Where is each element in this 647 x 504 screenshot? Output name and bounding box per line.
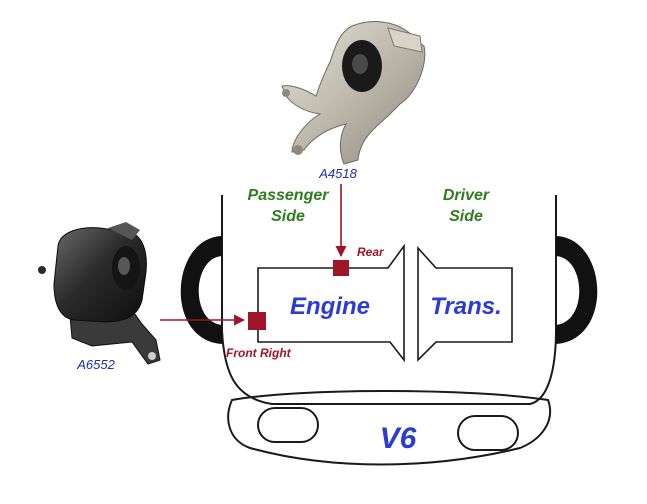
driver-side-line-2: Side	[449, 208, 483, 225]
part-photo-a6552	[38, 222, 161, 365]
left-bumper	[180, 236, 222, 344]
transmission-label: Trans.	[430, 293, 502, 320]
vehicle-outline	[221, 195, 557, 466]
driver-side-line-1: Driver	[443, 187, 490, 204]
rear-mount-marker	[333, 260, 349, 276]
engine-block: Engine	[257, 243, 405, 363]
transmission-block: Trans.	[417, 245, 513, 362]
part-number-a6552: A6552	[76, 357, 115, 372]
front-right-mount-label: Front Right	[226, 346, 292, 360]
rear-mount-label: Rear	[357, 245, 385, 259]
engine-type-label: V6	[380, 422, 417, 455]
front-right-mount-marker	[248, 312, 266, 330]
passenger-side-line-1: Passenger	[248, 187, 330, 204]
right-bumper	[556, 236, 598, 344]
part-number-a4518: A4518	[318, 166, 357, 181]
engine-label: Engine	[290, 293, 370, 320]
part-photo-a4518	[281, 21, 426, 165]
passenger-side-line-2: Side	[271, 208, 305, 225]
